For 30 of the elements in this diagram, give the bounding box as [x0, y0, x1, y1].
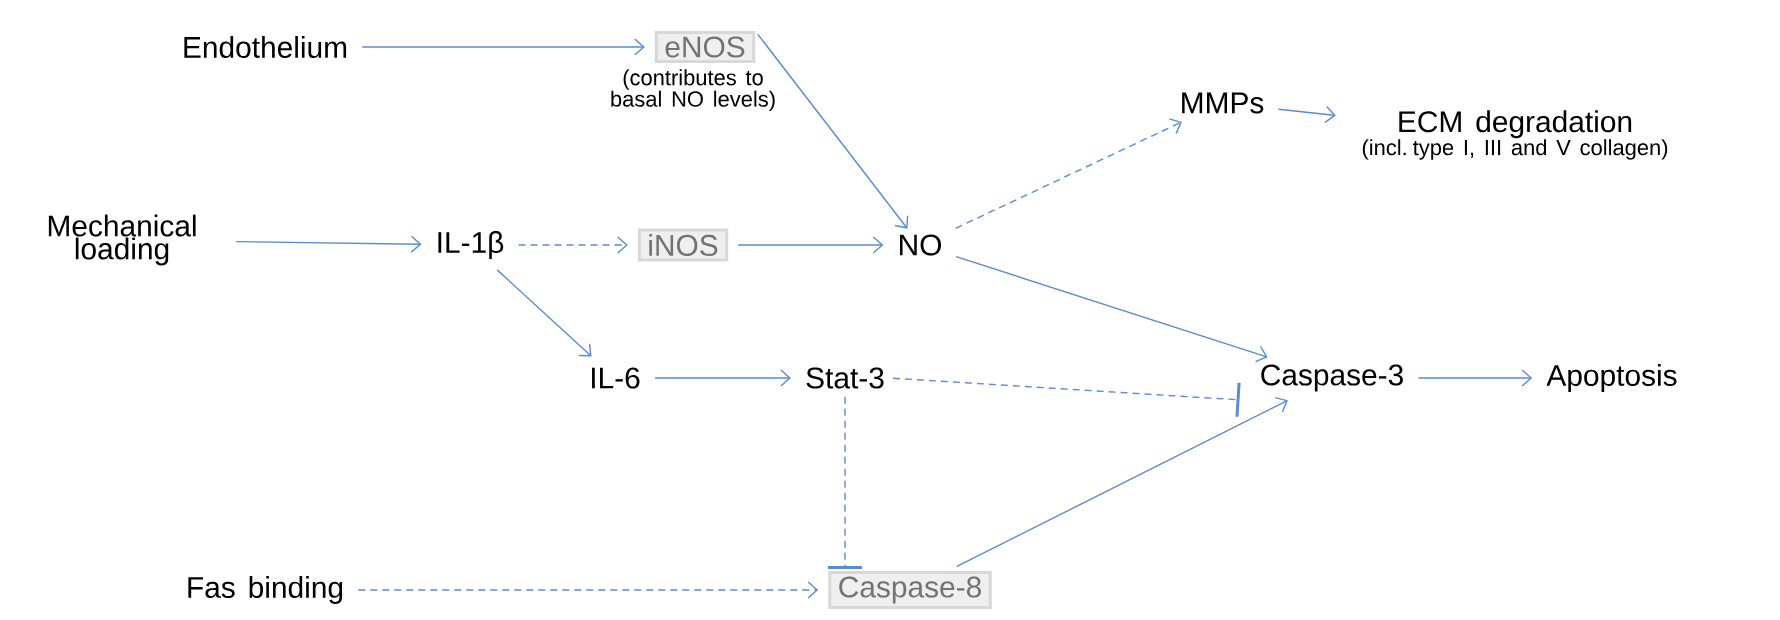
pathway-label: IL-1β	[438, 231, 504, 259]
pathway-label: Fas binding	[188, 576, 343, 604]
node-caption: (contributes to basal NO levels)	[611, 69, 775, 112]
inhibition-line	[892, 377, 1241, 417]
enzyme-box: iNOS	[637, 228, 729, 262]
arrow	[654, 369, 791, 387]
arrow	[956, 396, 1288, 568]
enzyme-box: Caspase-8	[828, 570, 992, 610]
arrow	[756, 33, 909, 229]
arrow	[357, 581, 819, 599]
arrow	[235, 235, 422, 253]
arrow	[517, 236, 628, 254]
pathway-label: ECM degradation (incl. type I, III and V collagen)	[1362, 110, 1668, 160]
inhibition-line	[828, 396, 862, 569]
arrow	[361, 38, 645, 56]
pathway-label: Apoptosis	[1546, 364, 1677, 392]
pathway-label: IL-6	[592, 367, 640, 389]
arrow	[955, 255, 1268, 363]
arrow	[1277, 105, 1336, 124]
enzyme-box: eNOS	[654, 30, 756, 64]
arrow	[737, 236, 884, 254]
arrow	[954, 118, 1182, 229]
arrow	[1417, 369, 1533, 387]
pathway-label: Endothelium	[184, 36, 347, 58]
pathway-label: Stat-3	[806, 367, 884, 389]
arrow	[496, 269, 592, 357]
pathway-label: Caspase-3	[1261, 364, 1403, 392]
pathway-label: NO	[900, 234, 941, 256]
pathway-label: Mechanical loading	[48, 214, 196, 266]
pathway-label: MMPs	[1182, 92, 1264, 114]
